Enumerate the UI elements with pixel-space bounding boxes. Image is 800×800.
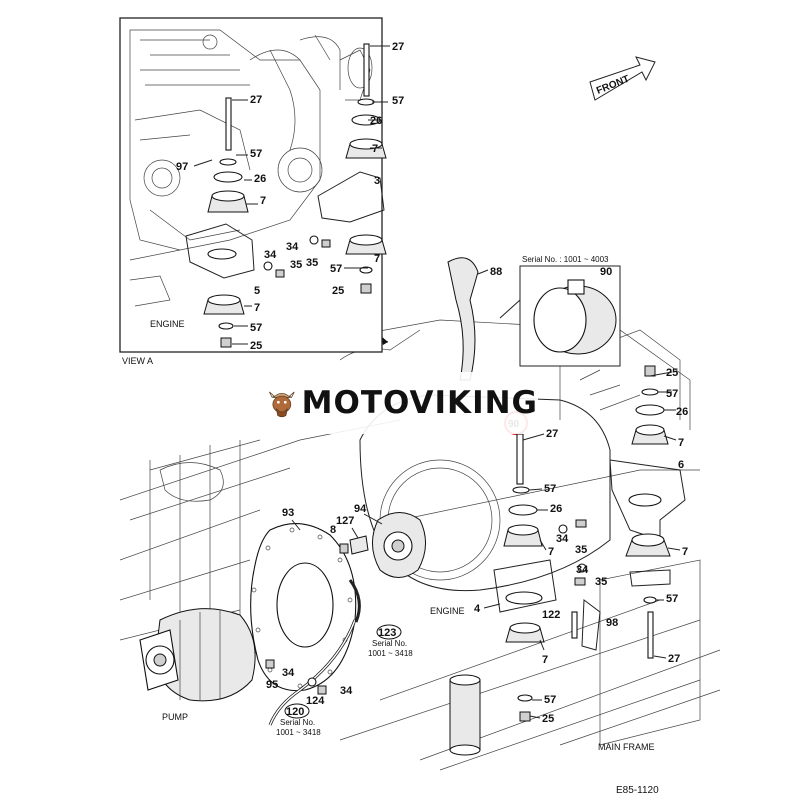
- va-callout-57-b: 57: [250, 148, 262, 160]
- va-callout-34-b: 34: [286, 241, 299, 253]
- callout-57-centre: 57: [544, 483, 556, 495]
- va-callout-57-c: 57: [330, 263, 342, 275]
- view-a-callouts: 27 27 57 26 7 97 57 26 3 7 34 34 35 35 7…: [176, 41, 404, 352]
- va-callout-7-b: 7: [260, 195, 266, 207]
- right-mount-stack: 25 57 26 7 6 7: [609, 365, 688, 558]
- callout-34-lower-a: 34: [340, 685, 353, 697]
- coupling-assembly: 93 94 127 8 95 124 34 34: [250, 503, 426, 726]
- note-120-line2: 1001 ~ 3418: [276, 728, 321, 737]
- callout-7-lower: 7: [542, 654, 548, 666]
- va-callout-27-b: 27: [250, 94, 262, 106]
- va-callout-25-a: 25: [332, 285, 344, 297]
- callout-93: 93: [282, 507, 294, 519]
- va-callout-7-c: 7: [374, 253, 380, 265]
- brand-logo: MOTOVIKING: [268, 372, 538, 434]
- callout-124: 124: [306, 695, 325, 707]
- va-callout-97: 97: [176, 161, 188, 173]
- front-arrow: FRONT: [589, 56, 656, 101]
- va-callout-7-a: 7: [372, 143, 378, 155]
- centre-mount-stack: 90 27 57 26 7 34 35 34 35: [503, 411, 607, 588]
- callout-7-right-a: 7: [678, 437, 684, 449]
- callout-8: 8: [330, 524, 336, 536]
- va-callout-34-a: 34: [264, 249, 277, 261]
- callout-34-centre-b: 34: [576, 564, 589, 576]
- callout-95: 95: [266, 679, 278, 691]
- serial-note-123: 123 Serial No. 1001 ~ 3418: [368, 624, 413, 658]
- pump-label: PUMP: [162, 712, 188, 722]
- serial-box-text: Serial No. : 1001 ~ 4003: [522, 255, 609, 264]
- va-callout-3: 3: [374, 175, 380, 187]
- serial-box-90: Serial No. : 1001 ~ 4003 90: [499, 255, 621, 367]
- va-callout-35-b: 35: [306, 257, 318, 269]
- engine-label-main: ENGINE: [430, 606, 465, 616]
- note-120-line1: Serial No.: [280, 718, 315, 727]
- callout-122: 122: [542, 609, 560, 621]
- va-callout-25-b: 25: [250, 340, 262, 352]
- callout-27-centre: 27: [546, 428, 558, 440]
- callout-123: 123: [378, 627, 396, 639]
- callout-98: 98: [606, 617, 618, 629]
- callout-120: 120: [286, 706, 304, 718]
- serial-note-120: 120 Serial No. 1001 ~ 3418: [276, 703, 321, 737]
- callout-94: 94: [354, 503, 367, 515]
- va-callout-35-a: 35: [290, 259, 302, 271]
- callout-26-right: 26: [676, 406, 688, 418]
- callout-57-lower: 57: [544, 694, 556, 706]
- va-callout-7-d: 7: [254, 302, 260, 314]
- callout-35-centre-b: 35: [595, 576, 607, 588]
- callout-127: 127: [336, 515, 354, 527]
- main-frame-label: MAIN FRAME: [598, 742, 655, 752]
- va-callout-5: 5: [254, 285, 260, 297]
- callout-90: 90: [600, 266, 612, 278]
- va-callout-26-a: 26: [370, 115, 382, 127]
- callout-7-centre: 7: [548, 546, 554, 558]
- callout-6-right: 6: [678, 459, 684, 471]
- va-callout-27-a: 27: [392, 41, 404, 53]
- note-123-line1: Serial No.: [372, 639, 407, 648]
- callout-26-centre: 26: [550, 503, 562, 515]
- callout-7-right-b: 7: [682, 546, 688, 558]
- brand-name: MOTOVIKING: [301, 385, 538, 421]
- callout-4: 4: [474, 603, 481, 615]
- exhaust-pipe-88: 88: [447, 257, 502, 381]
- view-a-caption: VIEW A: [122, 356, 153, 366]
- view-a-inset: 27 27 57 26 7 97 57 26 3 7 34 34 35 35 7…: [119, 17, 404, 353]
- callout-57-right: 57: [666, 388, 678, 400]
- lower-mount-stack: 4 122 98 57 27 7 57 25: [449, 559, 680, 756]
- va-callout-26-b: 26: [254, 173, 266, 185]
- callout-27-lower-right: 27: [668, 653, 680, 665]
- figure-code: E85-1120: [616, 785, 659, 796]
- view-a-engine-drawing: [129, 29, 373, 307]
- view-a-engine-label: ENGINE: [150, 319, 185, 329]
- callout-34-centre-a: 34: [556, 533, 569, 545]
- callout-35-centre-a: 35: [575, 544, 587, 556]
- note-123-line2: 1001 ~ 3418: [368, 649, 413, 658]
- viking-mascot-icon: [269, 391, 295, 418]
- housing-bolt-holes: [251, 527, 353, 689]
- va-callout-57-d: 57: [250, 322, 262, 334]
- pump-assembly: PUMP: [139, 608, 256, 722]
- callout-25-lower: 25: [542, 713, 554, 725]
- va-callout-57-a: 57: [392, 95, 404, 107]
- callout-88: 88: [490, 266, 502, 278]
- callout-34-lower-b: 34: [282, 667, 295, 679]
- callout-25-right: 25: [666, 367, 678, 379]
- callout-57-lower-right: 57: [666, 593, 678, 605]
